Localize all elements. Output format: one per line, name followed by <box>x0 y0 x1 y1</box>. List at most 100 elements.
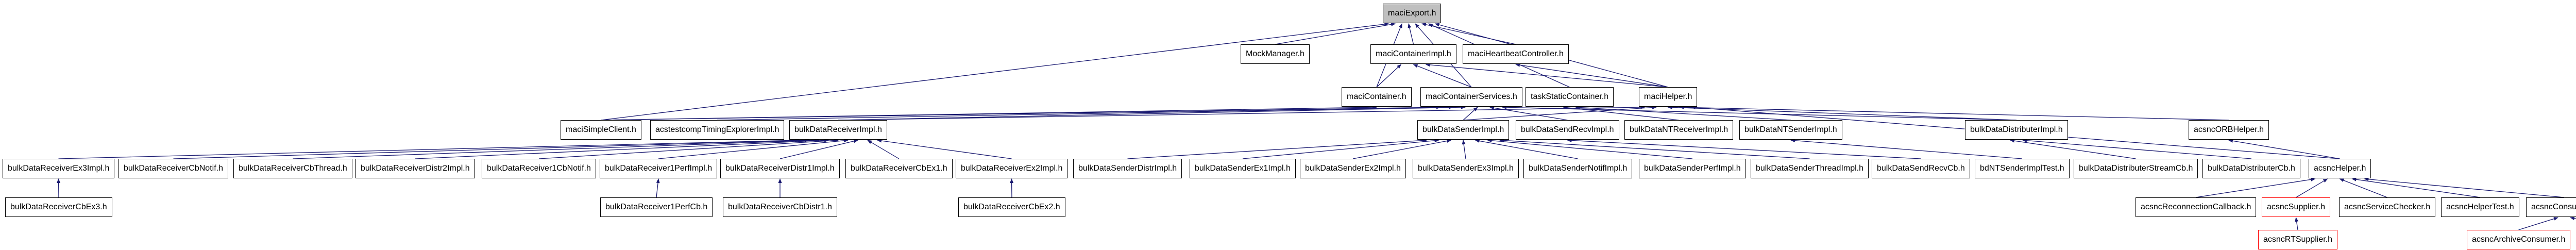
graph-node-bulkDataSendRecvImpl.h[interactable]: bulkDataSendRecvImpl.h <box>1516 120 1619 140</box>
include-edge <box>1242 139 1439 159</box>
include-edge <box>1790 139 2023 159</box>
include-edge <box>658 139 849 159</box>
graph-node-acsncORBHelper.h[interactable]: acsncORBHelper.h <box>2189 120 2269 140</box>
include-edge <box>1463 106 1657 121</box>
graph-node-bulkDataReceiver1PerfImpl.h[interactable]: bulkDataReceiver1PerfImpl.h <box>600 159 718 178</box>
include-edge <box>1275 22 1396 45</box>
graph-node-bulkDataSenderEx3Impl.h[interactable]: bulkDataSenderEx3Impl.h <box>1413 159 1519 178</box>
graph-node-bulkDataReceiverEx2Impl.h[interactable]: bulkDataReceiverEx2Impl.h <box>956 159 1068 178</box>
include-edge <box>877 139 1012 159</box>
graph-node-acsncSupplier.h[interactable]: acsncSupplier.h <box>2262 197 2330 217</box>
graph-node-bulkDataSenderEx2Impl.h[interactable]: bulkDataSenderEx2Impl.h <box>1300 159 1406 178</box>
include-edge <box>601 22 1389 121</box>
include-edge <box>2010 139 2136 159</box>
include-edge <box>1462 140 1466 159</box>
graph-node-bulkDataDistributerCb.h[interactable]: bulkDataDistributerCb.h <box>2202 159 2300 178</box>
include-edge <box>293 138 819 159</box>
graph-node-bulkDataReceiverCbEx3.h[interactable]: bulkDataReceiverCbEx3.h <box>5 197 112 217</box>
include-edge <box>1575 105 1791 121</box>
graph-node-bulkDataSenderEx1Impl.h[interactable]: bulkDataSenderEx1Impl.h <box>1190 159 1296 178</box>
graph-node-bulkDataReceiverImpl.h[interactable]: bulkDataReceiverImpl.h <box>789 120 887 140</box>
include-edge <box>779 139 858 159</box>
graph-node-maciContainerImpl.h[interactable]: maciContainerImpl.h <box>1370 44 1456 64</box>
graph-node-bulkDataDistributerStreamCb.h[interactable]: bulkDataDistributerStreamCb.h <box>2074 159 2198 178</box>
graph-node-maciContainer.h[interactable]: maciContainer.h <box>1342 87 1412 107</box>
graph-node-bulkDataNTSenderImpl.h[interactable]: bulkDataNTSenderImpl.h <box>1739 120 1842 140</box>
graph-node-acsncReconnectionCallback.h[interactable]: acsncReconnectionCallback.h <box>2136 197 2257 217</box>
include-edge <box>2195 177 2316 198</box>
include-edge <box>1502 105 2017 121</box>
include-edge <box>717 105 1453 121</box>
include-edge <box>1421 23 1516 45</box>
include-edge <box>838 105 1646 121</box>
include-edge <box>2570 216 2576 221</box>
include-edge <box>1487 139 1693 159</box>
include-edge <box>1475 139 1578 159</box>
graph-node-bulkDataSenderDistrImpl.h[interactable]: bulkDataSenderDistrImpl.h <box>1073 159 1182 178</box>
include-edge <box>601 105 1377 121</box>
graph-node-acstestcompTimingExplorerImpl.h[interactable]: acstestcompTimingExplorerImpl.h <box>650 120 785 140</box>
include-edge <box>1679 105 2229 121</box>
graph-node-bulkDataReceiverDistr2Impl.h[interactable]: bulkDataReceiverDistr2Impl.h <box>355 159 475 178</box>
include-edge <box>867 140 900 159</box>
include-edge <box>1425 63 1668 88</box>
include-edge <box>2295 217 2299 230</box>
include-edge <box>656 178 660 198</box>
graph-node-maciSimpleClient.h[interactable]: maciSimpleClient.h <box>561 120 641 140</box>
graph-node-maciHelper.h[interactable]: maciHelper.h <box>1639 87 1698 107</box>
graph-node-bulkDataSenderThreadImpl.h[interactable]: bulkDataSenderThreadImpl.h <box>1751 159 1869 178</box>
graph-node-maciExport.h: maciExport.h <box>1383 4 1442 23</box>
include-edge <box>2364 177 2565 198</box>
graph-node-bulkDataReceiverCbEx1.h[interactable]: bulkDataReceiverCbEx1.h <box>845 159 953 178</box>
include-edge <box>1489 106 1568 121</box>
graph-node-acsncServiceChecker.h[interactable]: acsncServiceChecker.h <box>2339 197 2436 217</box>
include-edge <box>1563 106 1679 121</box>
graph-node-acsncArchiveConsumer.h[interactable]: acsncArchiveConsumer.h <box>2467 230 2571 249</box>
include-edge <box>2351 177 2481 198</box>
include-edge <box>1667 105 2017 121</box>
graph-node-maciHeartbeatController.h[interactable]: maciHeartbeatController.h <box>1463 44 1569 64</box>
graph-node-bulkDataDistributerImpl.h[interactable]: bulkDataDistributerImpl.h <box>1965 120 2068 140</box>
graph-node-bulkDataReceiverCbNotif.h[interactable]: bulkDataReceiverCbNotif.h <box>118 159 228 178</box>
graph-node-bulkDataSenderImpl.h[interactable]: bulkDataSenderImpl.h <box>1417 120 1510 140</box>
graph-node-acsncHelper.h[interactable]: acsncHelper.h <box>2309 159 2371 178</box>
graph-node-maciContainerServices.h[interactable]: maciContainerServices.h <box>1420 87 1522 107</box>
graph-node-bulkDataReceiverEx3Impl.h[interactable]: bulkDataReceiverEx3Impl.h <box>3 159 115 178</box>
include-edge <box>538 139 839 159</box>
include-edge <box>1413 64 1472 88</box>
include-edge <box>415 138 829 159</box>
include-edge <box>2518 217 2558 230</box>
include-edge <box>1127 139 1427 159</box>
include-edge <box>173 138 809 159</box>
graph-node-bdNTSenderImplTest.h[interactable]: bdNTSenderImplTest.h <box>1975 159 2070 178</box>
include-edge <box>2022 139 2252 159</box>
include-edge <box>1567 138 1921 159</box>
graph-node-acsncConsumer.h[interactable]: acsncConsumer.h <box>2526 197 2576 217</box>
graph-node-bulkDataSenderPerfImpl.h[interactable]: bulkDataSenderPerfImpl.h <box>1639 159 1746 178</box>
graph-node-acsncRTSupplier.h[interactable]: acsncRTSupplier.h <box>2258 230 2337 249</box>
graph-node-bulkDataSendRecvCb.h[interactable]: bulkDataSendRecvCb.h <box>1872 159 1970 178</box>
graph-node-MockManager.h[interactable]: MockManager.h <box>1241 44 1310 64</box>
graph-node-taskStaticContainer.h[interactable]: taskStaticContainer.h <box>1526 87 1614 107</box>
include-edge <box>838 105 1466 121</box>
include-edge <box>1463 107 1478 121</box>
graph-node-bulkDataReceiverCbDistr1.h[interactable]: bulkDataReceiverCbDistr1.h <box>723 197 837 217</box>
graph-node-acsncHelperTest.h[interactable]: acsncHelperTest.h <box>2441 197 2519 217</box>
include-edge <box>58 138 800 159</box>
include-edge <box>601 105 1441 121</box>
include-edge <box>2339 178 2387 198</box>
include-edge <box>1352 139 1452 159</box>
include-edge <box>1408 23 1414 45</box>
include-edge <box>2296 178 2328 198</box>
graph-node-bulkDataReceiverCbThread.h[interactable]: bulkDataReceiverCbThread.h <box>233 159 352 178</box>
include-edge <box>1499 138 1810 159</box>
graph-node-bulkDataReceiver1PerfCb.h[interactable]: bulkDataReceiver1PerfCb.h <box>600 197 713 217</box>
include-edge <box>1376 64 1402 88</box>
include-edge <box>2228 139 2340 159</box>
graph-node-bulkDataSenderNotifImpl.h[interactable]: bulkDataSenderNotifImpl.h <box>1523 159 1633 178</box>
graph-node-bulkDataNTReceiverImpl.h[interactable]: bulkDataNTReceiverImpl.h <box>1624 120 1734 140</box>
graph-node-bulkDataReceiverCbEx2.h[interactable]: bulkDataReceiverCbEx2.h <box>958 197 1065 217</box>
graph-node-bulkDataReceiver1CbNotif.h[interactable]: bulkDataReceiver1CbNotif.h <box>482 159 596 178</box>
graph-node-bulkDataReceiverDistr1Impl.h[interactable]: bulkDataReceiverDistr1Impl.h <box>720 159 840 178</box>
